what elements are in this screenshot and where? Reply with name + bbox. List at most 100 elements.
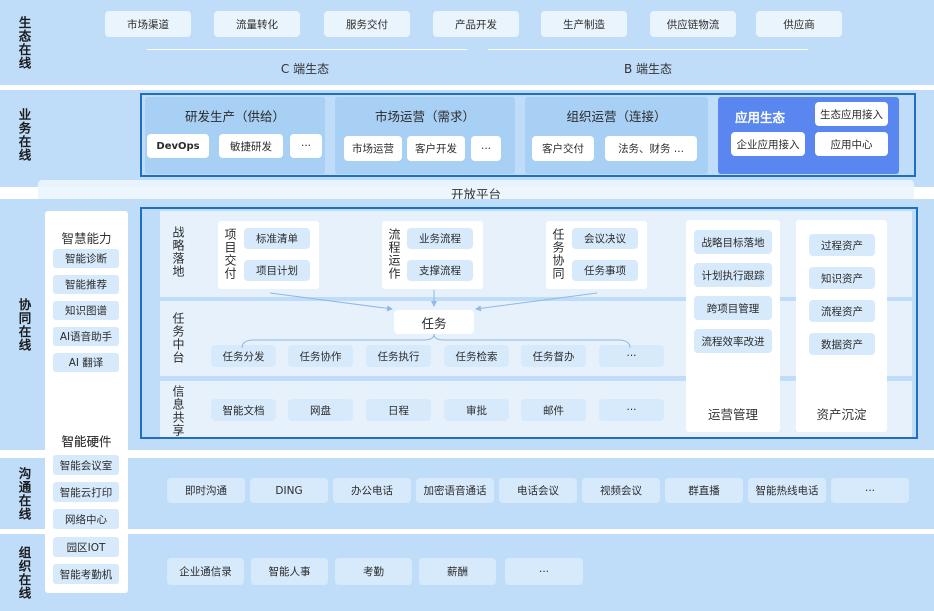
smart-capability-item: 智能诊断 xyxy=(53,249,119,268)
task-item: 任务协作 xyxy=(288,345,353,367)
task-item: 任务检索 xyxy=(444,345,509,367)
info-item: 审批 xyxy=(444,399,509,421)
customer-delivery-chip: 客户交付 xyxy=(532,136,594,161)
open-platform-label: 开放平台 xyxy=(450,187,501,202)
ecosystem-chip: 服务交付 xyxy=(324,11,410,37)
devops-chip: DevOps xyxy=(147,134,209,158)
ecosystem-chip: 供应商 xyxy=(756,11,842,37)
ecosystem-chip: 生产制造 xyxy=(541,11,627,37)
market-more-chip: ··· xyxy=(471,136,501,161)
ops-management-title: 运营管理 xyxy=(707,407,758,422)
asset-item: 流程资产 xyxy=(809,300,875,322)
org-ops-panel xyxy=(525,97,708,174)
business-frame xyxy=(140,93,916,177)
app-ecosystem-title: 应用生态 xyxy=(734,110,785,125)
smart-hardware-item: 智能会议室 xyxy=(53,455,119,475)
ops-item: 跨项目管理 xyxy=(694,296,772,320)
smart-capability-item: 智能推荐 xyxy=(53,275,119,294)
arrow-collab-to-task xyxy=(475,292,598,312)
smart-hardware-item: 智能考勤机 xyxy=(53,564,119,584)
org-item: 企业通信录 xyxy=(167,558,244,585)
ops-management-column xyxy=(686,220,780,432)
smart-capability-item: AI 翻译 xyxy=(53,353,119,372)
info-share-label: 信息共享 xyxy=(171,385,185,437)
business-process-chip: 业务流程 xyxy=(407,228,473,249)
b-ecosystem-label: B 端生态 xyxy=(623,62,673,76)
comm-item: 智能热线电话 xyxy=(748,478,826,503)
project-plan-chip: 项目计划 xyxy=(244,260,310,281)
info-item: 智能文档 xyxy=(211,399,276,421)
task-item: 任务执行 xyxy=(366,345,431,367)
smart-hardware-item: 网络中心 xyxy=(53,509,119,529)
meeting-resolution-chip: 会议决议 xyxy=(572,228,638,249)
comm-item: 即时沟通 xyxy=(167,478,245,503)
info-item: 网盘 xyxy=(288,399,353,421)
task-item: 任务督办 xyxy=(521,345,586,367)
standard-list-chip: 标准清单 xyxy=(244,228,310,249)
app-center-chip: 应用中心 xyxy=(815,132,888,156)
task-items-chip: 任务事项 xyxy=(572,260,638,281)
comm-item: 加密语音通话 xyxy=(416,478,494,503)
asset-item: 过程资产 xyxy=(809,234,875,256)
market-ops-chip: 市场运营 xyxy=(344,136,402,161)
ops-item: 计划执行跟踪 xyxy=(694,263,772,287)
layer-label-comm: 沟通在线 xyxy=(16,466,32,521)
c-ecosystem-label: C 端生态 xyxy=(280,62,330,76)
arrow-project-to-task xyxy=(269,292,393,312)
org-ops-title: 组织运营（连接） xyxy=(566,109,667,124)
ops-item: 战略目标落地 xyxy=(694,230,772,254)
comm-item: 电话会议 xyxy=(499,478,577,503)
comm-item: ··· xyxy=(831,478,909,503)
smart-capability-item: 知识图谱 xyxy=(53,301,119,320)
org-item: 考勤 xyxy=(335,558,412,585)
strategy-label: 战略落地 xyxy=(171,226,185,278)
smart-capability-item: AI语音助手 xyxy=(53,327,119,346)
project-delivery-label: 项目交付 xyxy=(223,228,237,280)
agile-dev-chip: 敏捷研发 xyxy=(219,134,283,158)
task-node: 任务 xyxy=(394,310,474,334)
task-bracket xyxy=(241,333,631,349)
market-panel xyxy=(335,97,515,174)
org-item: 智能人事 xyxy=(251,558,328,585)
comm-item: DING xyxy=(250,478,328,503)
task-center-label: 任务中台 xyxy=(171,312,185,364)
rd-more-chip: ··· xyxy=(290,134,322,158)
asset-item: 数据资产 xyxy=(809,333,875,355)
comm-item: 办公电话 xyxy=(333,478,411,503)
ops-item: 流程效率改进 xyxy=(694,329,772,353)
support-process-chip: 支撑流程 xyxy=(407,260,473,281)
smart-capability-title: 智慧能力 xyxy=(61,231,112,246)
comm-item: 视频会议 xyxy=(582,478,660,503)
ecosystem-chip: 市场渠道 xyxy=(105,11,191,37)
task-item: ··· xyxy=(599,345,664,367)
task-collab-label: 任务协同 xyxy=(551,228,565,280)
process-ops-label: 流程运作 xyxy=(387,228,401,280)
comm-item: 群直播 xyxy=(665,478,743,503)
customer-dev-chip: 客户开发 xyxy=(407,136,465,161)
eco-app-access-chip: 生态应用接入 xyxy=(815,102,888,126)
asset-item: 知识资产 xyxy=(809,267,875,289)
info-item: 日程 xyxy=(366,399,431,421)
task-item: 任务分发 xyxy=(211,345,276,367)
ecosystem-chip: 流量转化 xyxy=(214,11,300,37)
rd-title: 研发生产（供给） xyxy=(184,109,285,124)
smart-hardware-item: 智能云打印 xyxy=(53,482,119,502)
enterprise-app-access-chip: 企业应用接入 xyxy=(731,132,805,156)
smart-hardware-title: 智能硬件 xyxy=(61,434,112,449)
org-item: 薪酬 xyxy=(419,558,496,585)
org-item: ··· xyxy=(505,558,583,585)
asset-title: 资产沉淀 xyxy=(816,407,867,422)
layer-label-ecosystem: 生态在线 xyxy=(16,15,32,70)
ecosystem-chip: 供应链物流 xyxy=(650,11,736,37)
b-side-line xyxy=(488,49,808,50)
collab-frame xyxy=(140,207,918,439)
ecosystem-chip: 产品开发 xyxy=(433,11,519,37)
smart-hardware-item: 园区IOT xyxy=(53,537,119,557)
smart-hardware-title-2: 智能硬件 xyxy=(61,434,112,449)
c-side-line xyxy=(147,49,467,50)
info-item: 邮件 xyxy=(521,399,586,421)
layer-label-org: 组织在线 xyxy=(16,545,32,600)
layer-label-collab: 协同在线 xyxy=(16,297,32,352)
